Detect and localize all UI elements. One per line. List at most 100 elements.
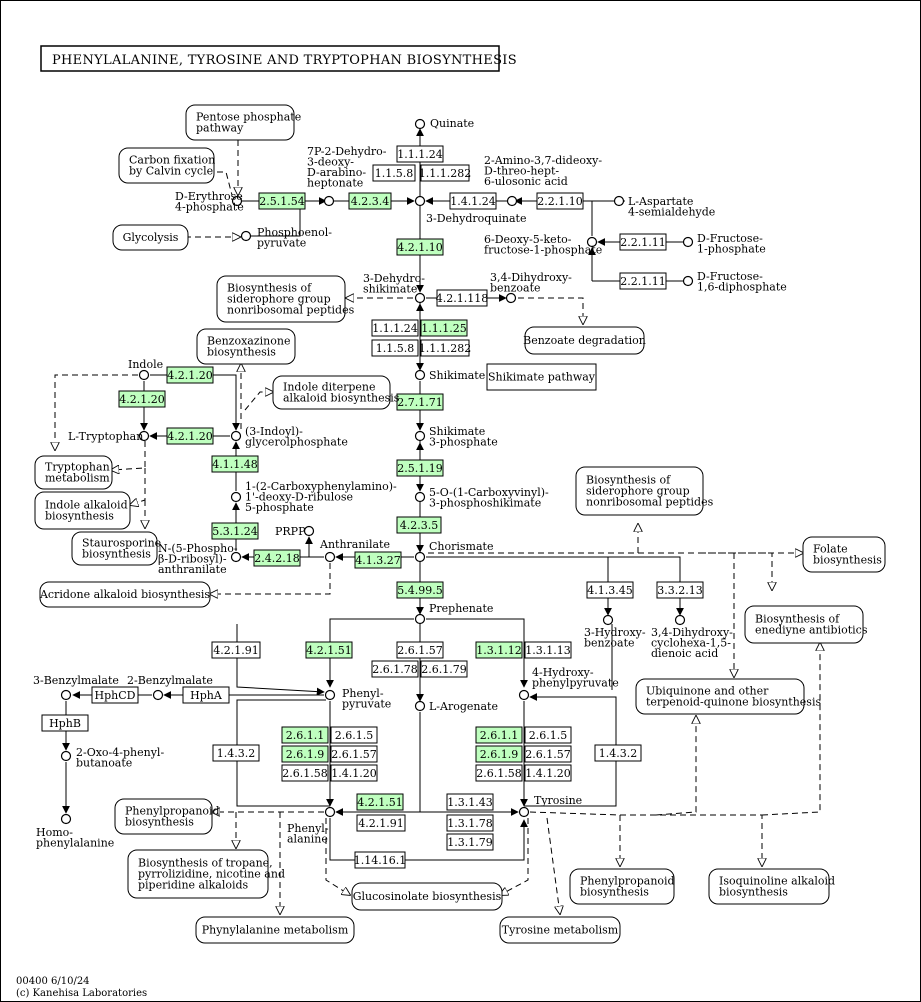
compound-node[interactable] xyxy=(602,614,614,626)
compound-node[interactable] xyxy=(414,369,426,381)
enzyme-1-3-1-79[interactable]: 1.3.1.79 xyxy=(446,833,494,851)
compound-node[interactable] xyxy=(506,195,518,207)
enzyme-box[interactable] xyxy=(656,581,704,599)
compound-node[interactable] xyxy=(518,806,530,818)
enzyme-box[interactable] xyxy=(594,744,642,762)
compound-node[interactable] xyxy=(60,689,72,701)
pathway-box[interactable] xyxy=(216,275,346,323)
compound-fbp[interactable]: D-Fructose-1,6-diphosphate xyxy=(682,270,787,294)
compound-dhcd[interactable]: 3,4-Dihydroxy-cyclohexa-1,5-dienoic acid xyxy=(651,614,733,661)
enzyme-box[interactable] xyxy=(371,339,419,357)
enzyme-box[interactable] xyxy=(371,660,419,678)
enzyme-box[interactable] xyxy=(372,164,416,182)
enzyme-box[interactable] xyxy=(166,427,214,445)
pathway-benzoate[interactable]: Benzoate degradation xyxy=(523,326,646,355)
enzyme-2-6-1-1[interactable]: 2.6.1.1 xyxy=(475,726,523,744)
enzyme-4-2-1-51[interactable]: 4.2.1.51 xyxy=(305,641,353,659)
enzyme-1-4-3-2[interactable]: 1.4.3.2 xyxy=(212,744,260,762)
enzyme-box[interactable] xyxy=(446,814,494,832)
enzyme-box[interactable] xyxy=(420,660,468,678)
compound-tyr[interactable]: Tyrosine xyxy=(518,794,583,818)
compound-node[interactable] xyxy=(324,806,336,818)
enzyme-box[interactable] xyxy=(475,641,523,659)
enzyme-box[interactable] xyxy=(449,192,497,210)
enzyme-box[interactable] xyxy=(91,686,139,704)
enzyme-box[interactable] xyxy=(396,459,444,477)
compound-node[interactable] xyxy=(230,491,242,503)
enzyme-box[interactable] xyxy=(586,581,634,599)
compound-node[interactable] xyxy=(138,430,150,442)
enzyme-box[interactable] xyxy=(536,192,584,210)
enzyme-2-6-1-5[interactable]: 2.6.1.5 xyxy=(330,726,378,744)
enzyme-box[interactable] xyxy=(524,764,572,782)
pathway-box[interactable] xyxy=(195,916,355,944)
enzyme-2-2-1-11[interactable]: 2.2.1.11 xyxy=(619,233,667,251)
compound-node[interactable] xyxy=(505,292,517,304)
pathway-acridone[interactable]: Acridone alkaloid biosynthesis xyxy=(39,581,211,608)
compound-phe[interactable]: Phenyl-alanine xyxy=(287,806,336,846)
compound-node[interactable] xyxy=(324,689,336,701)
compound-f1p[interactable]: D-Fructose-1-phosphate xyxy=(682,232,766,256)
enzyme-box[interactable] xyxy=(396,581,444,599)
compound-prpp[interactable]: PRPP xyxy=(275,525,315,538)
enzyme-4-1-1-48[interactable]: 4.1.1.48 xyxy=(211,455,259,473)
enzyme-box[interactable] xyxy=(330,726,378,744)
compound-chorismate[interactable]: Chorismate xyxy=(414,540,494,563)
pathway-box[interactable] xyxy=(112,224,189,251)
compound-pep[interactable]: Phosphoenol-pyruvate xyxy=(240,226,333,250)
enzyme-5-3-1-24[interactable]: 5.3.1.24 xyxy=(211,522,259,540)
enzyme-box[interactable] xyxy=(281,745,329,763)
enzyme-2-7-1-71[interactable]: 2.7.1.71 xyxy=(396,393,444,411)
enzyme-2-5-1-54[interactable]: 2.5.1.54 xyxy=(258,192,306,210)
pathway-box[interactable] xyxy=(569,868,675,905)
enzyme-box[interactable] xyxy=(371,319,419,337)
enzyme-1-4-3-2[interactable]: 1.4.3.2 xyxy=(594,744,642,762)
enzyme-box[interactable] xyxy=(396,393,444,411)
enzyme-box[interactable] xyxy=(212,744,260,762)
enzyme-4-2-1-20[interactable]: 4.2.1.20 xyxy=(166,366,214,384)
pathway-box[interactable] xyxy=(196,328,296,365)
compound-quinate[interactable]: Quinate xyxy=(414,117,475,130)
compound-arogenate[interactable]: L-Arogenate xyxy=(414,700,498,713)
enzyme-box[interactable] xyxy=(182,686,230,704)
enzyme-box[interactable] xyxy=(436,289,488,307)
enzyme-1-3-1-43[interactable]: 1.3.1.43 xyxy=(446,793,494,811)
pathway-box[interactable] xyxy=(744,605,864,644)
pathway-box[interactable] xyxy=(524,326,645,355)
enzyme-4-1-3-45[interactable]: 4.1.3.45 xyxy=(586,581,634,599)
enzyme-box[interactable] xyxy=(475,745,523,763)
enzyme-1-4-1-24[interactable]: 1.4.1.24 xyxy=(449,192,497,210)
compound-node[interactable] xyxy=(586,236,598,248)
enzyme-box[interactable] xyxy=(354,851,406,869)
pathway-box[interactable] xyxy=(575,466,704,516)
compound-indole[interactable]: Indole xyxy=(128,358,163,381)
enzyme-box[interactable] xyxy=(446,833,494,851)
pathway-box[interactable] xyxy=(351,882,503,911)
compound-dah7p[interactable]: 7P-2-Dehydro-3-deoxy-D-arabino-heptonate xyxy=(307,145,387,207)
pathway-tropane[interactable]: Biosynthesis of tropane,pyrrolizidine, n… xyxy=(127,849,285,899)
pathway-box[interactable] xyxy=(708,868,830,905)
pathway-phe-met[interactable]: Phynylalanine metabolism xyxy=(195,916,355,944)
enzyme-4-1-3-27[interactable]: 4.1.3.27 xyxy=(354,551,402,569)
enzyme-2-6-1-58[interactable]: 2.6.1.58 xyxy=(281,764,329,782)
enzyme-2-6-1-57[interactable]: 2.6.1.57 xyxy=(524,745,572,763)
enzyme-box[interactable] xyxy=(305,641,353,659)
enzyme-3-3-2-13[interactable]: 3.3.2.13 xyxy=(656,581,704,599)
enzyme-4-2-3-4[interactable]: 4.2.3.4 xyxy=(348,192,392,210)
enzyme-2-6-1-5[interactable]: 2.6.1.5 xyxy=(524,726,572,744)
enzyme-1-4-1-20[interactable]: 1.4.1.20 xyxy=(524,764,572,782)
pathway-box[interactable] xyxy=(499,916,621,944)
